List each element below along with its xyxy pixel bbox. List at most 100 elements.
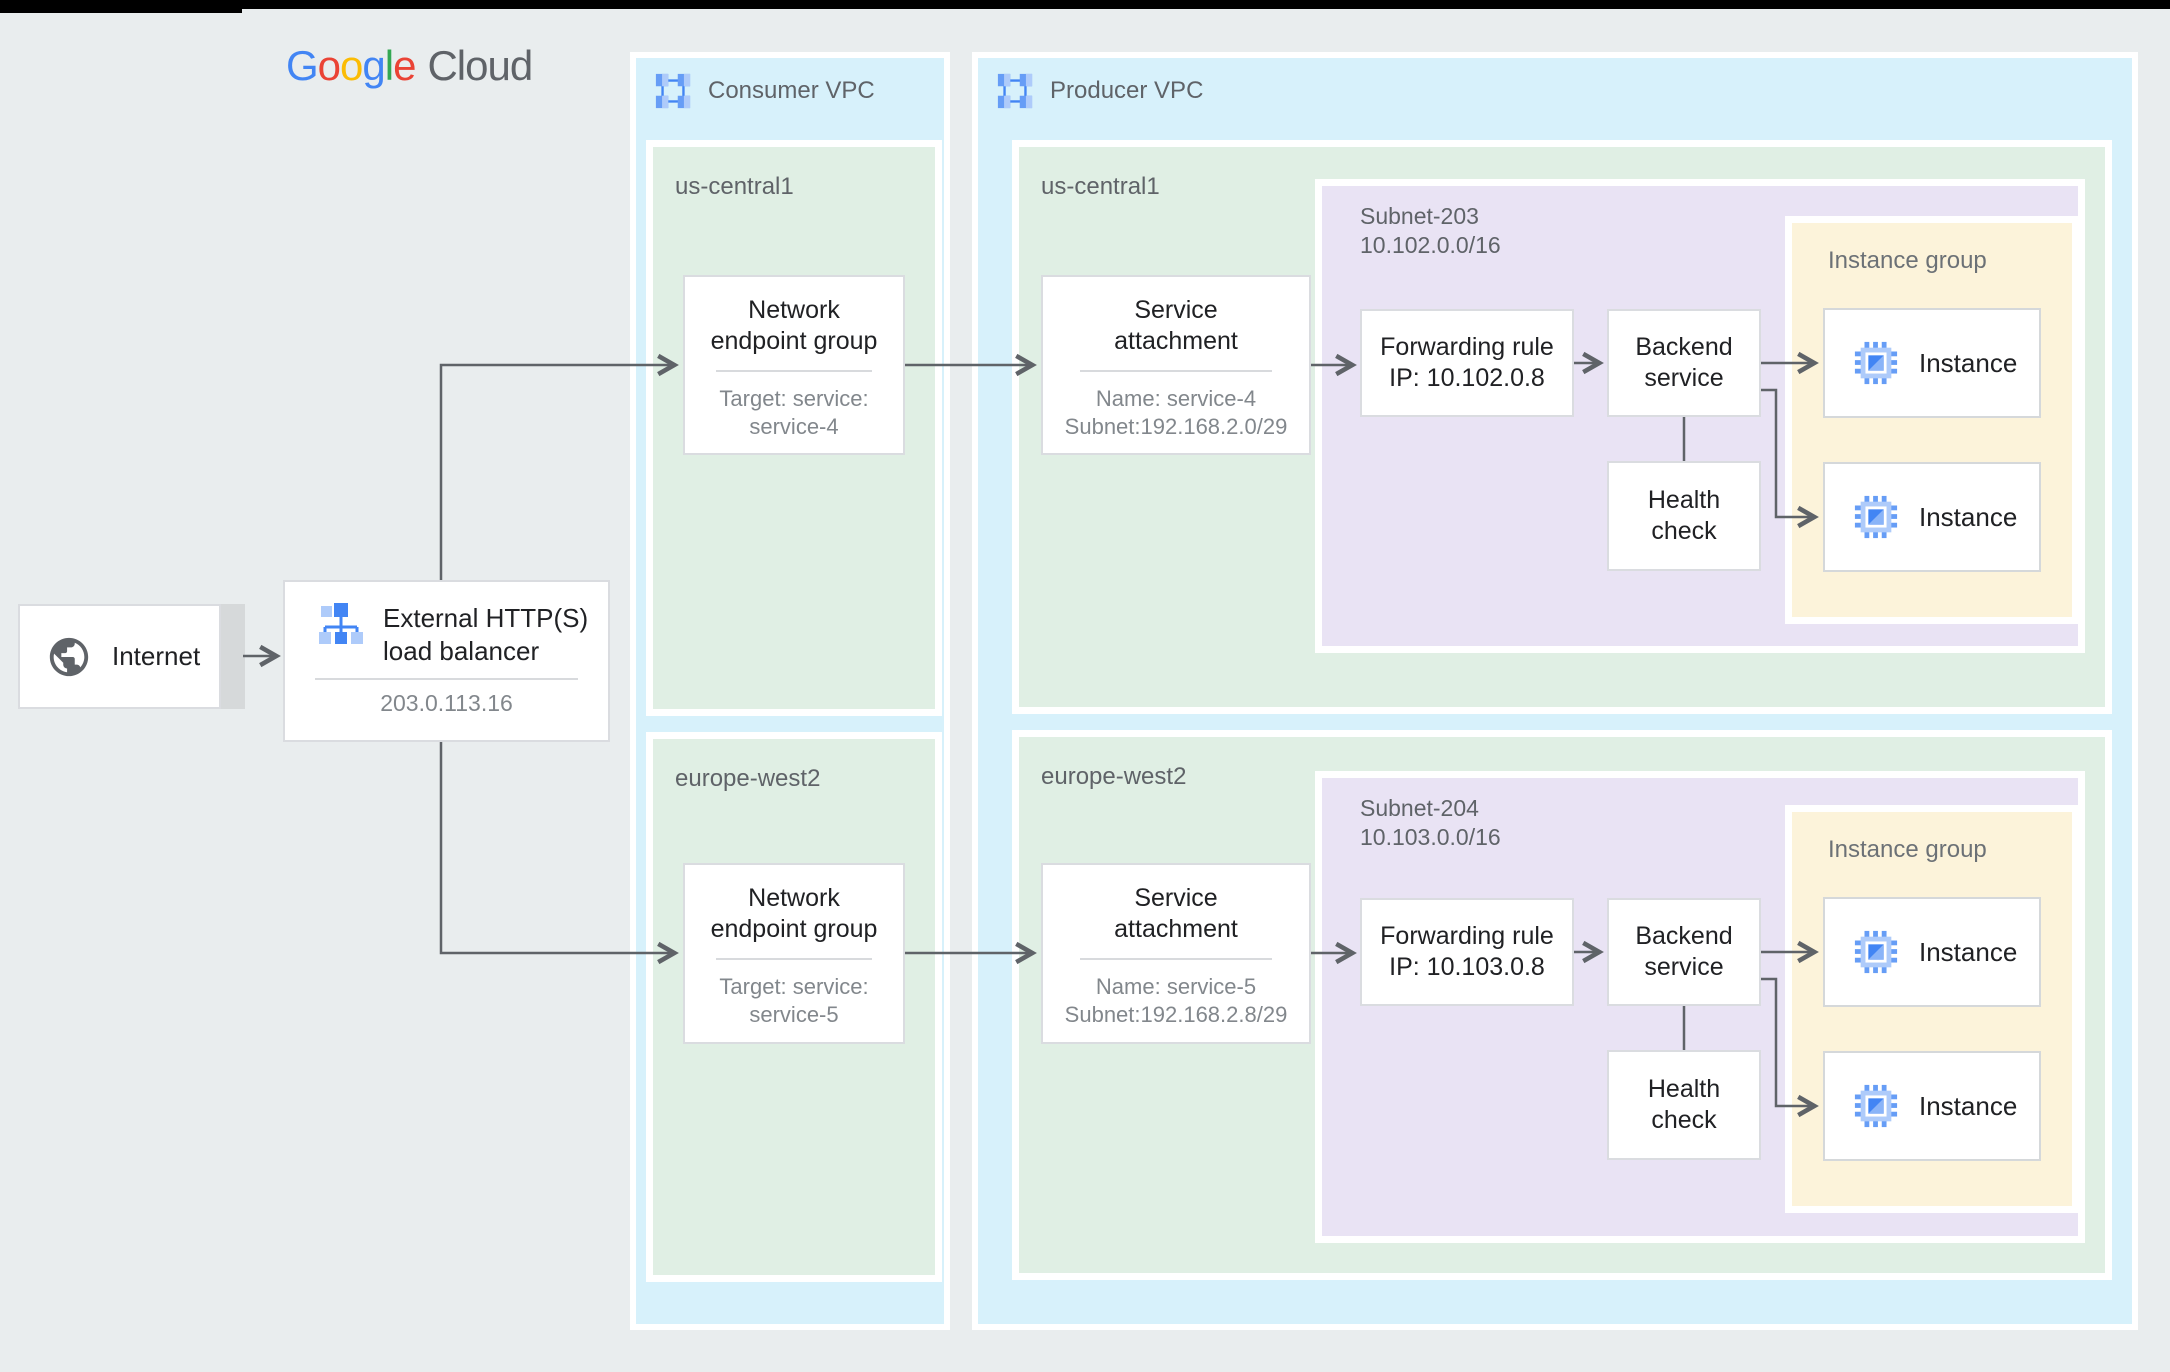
globe-icon — [49, 637, 89, 676]
load-balancer-title: External HTTP(S) load balancer — [383, 602, 588, 668]
compute-chip-icon — [1854, 930, 1898, 974]
subnet-203: Subnet-203 10.102.0.0/16 Forwarding rule… — [1315, 179, 2085, 653]
forwarding-rule-line1: Forwarding rule — [1380, 333, 1554, 361]
consumer-region-europe-west2: europe-west2 Network endpoint group Targ… — [646, 732, 942, 1282]
instance-group-label: Instance group — [1828, 836, 1987, 863]
logo-cloud-text: Cloud — [427, 42, 533, 89]
forwarding-rule-line2: IP: 10.103.0.8 — [1389, 953, 1545, 981]
network-endpoint-group-node: Network endpoint group Target: service: … — [683, 275, 905, 455]
region-label: us-central1 — [675, 173, 794, 200]
instance-label: Instance — [1919, 501, 2018, 532]
compute-chip-icon — [1854, 341, 1898, 385]
instance-node: Instance — [1823, 897, 2041, 1007]
health-check-line2: check — [1651, 1106, 1717, 1134]
sa-title-line2: attachment — [1114, 915, 1238, 943]
load-balancer-ip: 203.0.113.16 — [380, 690, 513, 716]
sa-title-line1: Service — [1134, 296, 1218, 324]
logo-letter: g — [362, 42, 385, 89]
consumer-region-us-central1: us-central1 Network endpoint group Targe… — [646, 140, 942, 716]
health-check-line1: Health — [1647, 1075, 1721, 1103]
subnet-name: Subnet-203 — [1360, 203, 1479, 229]
health-check-line1: Health — [1647, 486, 1721, 514]
neg-detail-line2: service-4 — [749, 414, 839, 439]
node-divider — [1080, 958, 1272, 960]
producer-vpc-header: Producer VPC — [996, 72, 1203, 110]
consumer-vpc-label: Consumer VPC — [708, 77, 875, 104]
compute-chip-icon — [1854, 1084, 1898, 1128]
top-left-bar — [0, 0, 242, 13]
neg-title-line2: endpoint group — [710, 327, 878, 355]
health-check-node: Health check — [1607, 1050, 1761, 1160]
region-label: us-central1 — [1041, 173, 1160, 200]
health-check-node: Health check — [1607, 461, 1761, 571]
subnet-name: Subnet-204 — [1360, 795, 1479, 821]
instance-node: Instance — [1823, 1051, 2041, 1161]
instance-label: Instance — [1919, 936, 2018, 967]
load-balancer-title-line2: load balancer — [383, 636, 540, 666]
neg-title-line2: endpoint group — [710, 915, 878, 943]
instance-group: Instance group — [1785, 805, 2079, 1213]
node-divider — [1080, 370, 1272, 372]
backend-service-line2: service — [1644, 364, 1724, 392]
backend-service-node: Backend service — [1607, 898, 1761, 1006]
sa-detail-line1: Name: service-4 — [1095, 386, 1257, 411]
logo-letter: l — [384, 42, 394, 89]
region-label: europe-west2 — [1041, 763, 1187, 790]
vpc-icon — [655, 73, 691, 109]
instance-label: Instance — [1919, 1090, 2018, 1121]
producer-region-europe-west2: europe-west2 Service attachment Name: se… — [1012, 730, 2112, 1280]
sa-title-line1: Service — [1134, 884, 1218, 912]
load-balancer-icon — [319, 603, 363, 644]
instance-node: Instance — [1823, 462, 2041, 572]
backend-service-line1: Backend — [1635, 333, 1733, 361]
load-balancer-node: External HTTP(S) load balancer 203.0.113… — [283, 580, 610, 742]
sa-detail-line1: Name: service-5 — [1095, 974, 1257, 999]
subnet-label: Subnet-204 10.103.0.0/16 — [1360, 794, 1501, 852]
compute-chip-icon — [1854, 495, 1898, 539]
backend-service-line1: Backend — [1635, 922, 1733, 950]
vpc-icon — [997, 73, 1033, 109]
forwarding-rule-line2: IP: 10.102.0.8 — [1389, 364, 1545, 392]
subnet-204: Subnet-204 10.103.0.0/16 Forwarding rule… — [1315, 771, 2085, 1243]
forwarding-rule-node: Forwarding rule IP: 10.102.0.8 — [1360, 309, 1574, 417]
backend-service-line2: service — [1644, 953, 1724, 981]
subnet-label: Subnet-203 10.102.0.0/16 — [1360, 202, 1501, 260]
instance-label: Instance — [1919, 347, 2018, 378]
forwarding-rule-node: Forwarding rule IP: 10.103.0.8 — [1360, 898, 1574, 1006]
neg-title-line1: Network — [748, 884, 840, 912]
sa-detail-line2: Subnet:192.168.2.8/29 — [1064, 1002, 1288, 1027]
sa-title-line2: attachment — [1114, 327, 1238, 355]
subnet-cidr: 10.102.0.0/16 — [1360, 232, 1501, 258]
load-balancer-title-line1: External HTTP(S) — [383, 603, 589, 633]
logo-letter: e — [393, 42, 416, 89]
logo-letter: o — [317, 42, 341, 89]
network-endpoint-group-node: Network endpoint group Target: service: … — [683, 863, 905, 1044]
internet-node: Internet — [18, 604, 221, 709]
logo-letter: G — [286, 42, 319, 89]
top-edge-bar — [0, 0, 2170, 9]
neg-detail-line1: Target: service: — [719, 974, 869, 999]
producer-vpc-label: Producer VPC — [1050, 77, 1204, 104]
instance-node: Instance — [1823, 308, 2041, 418]
instance-group: Instance group — [1785, 216, 2079, 624]
node-divider — [715, 958, 873, 960]
backend-service-node: Backend service — [1607, 309, 1761, 417]
subnet-cidr: 10.103.0.0/16 — [1360, 824, 1501, 850]
neg-detail-line2: service-5 — [749, 1002, 839, 1027]
service-attachment-node: Service attachment Name: service-4 Subne… — [1041, 275, 1311, 455]
health-check-line2: check — [1651, 517, 1717, 545]
internet-label: Internet — [112, 641, 201, 671]
service-attachment-node: Service attachment Name: service-5 Subne… — [1041, 863, 1311, 1044]
consumer-vpc-container: Consumer VPC us-central1 Network endpoin… — [630, 52, 950, 1330]
instance-group-label: Instance group — [1828, 247, 1987, 274]
neg-detail-line1: Target: service: — [719, 386, 869, 411]
load-balancer-divider — [315, 678, 578, 680]
consumer-vpc-header: Consumer VPC — [654, 72, 875, 110]
producer-region-us-central1: us-central1 Service attachment Name: ser… — [1012, 140, 2112, 714]
sa-detail-line2: Subnet:192.168.2.0/29 — [1064, 414, 1288, 439]
logo-letter: o — [340, 42, 363, 89]
node-divider — [715, 370, 873, 372]
region-label: europe-west2 — [675, 765, 821, 792]
